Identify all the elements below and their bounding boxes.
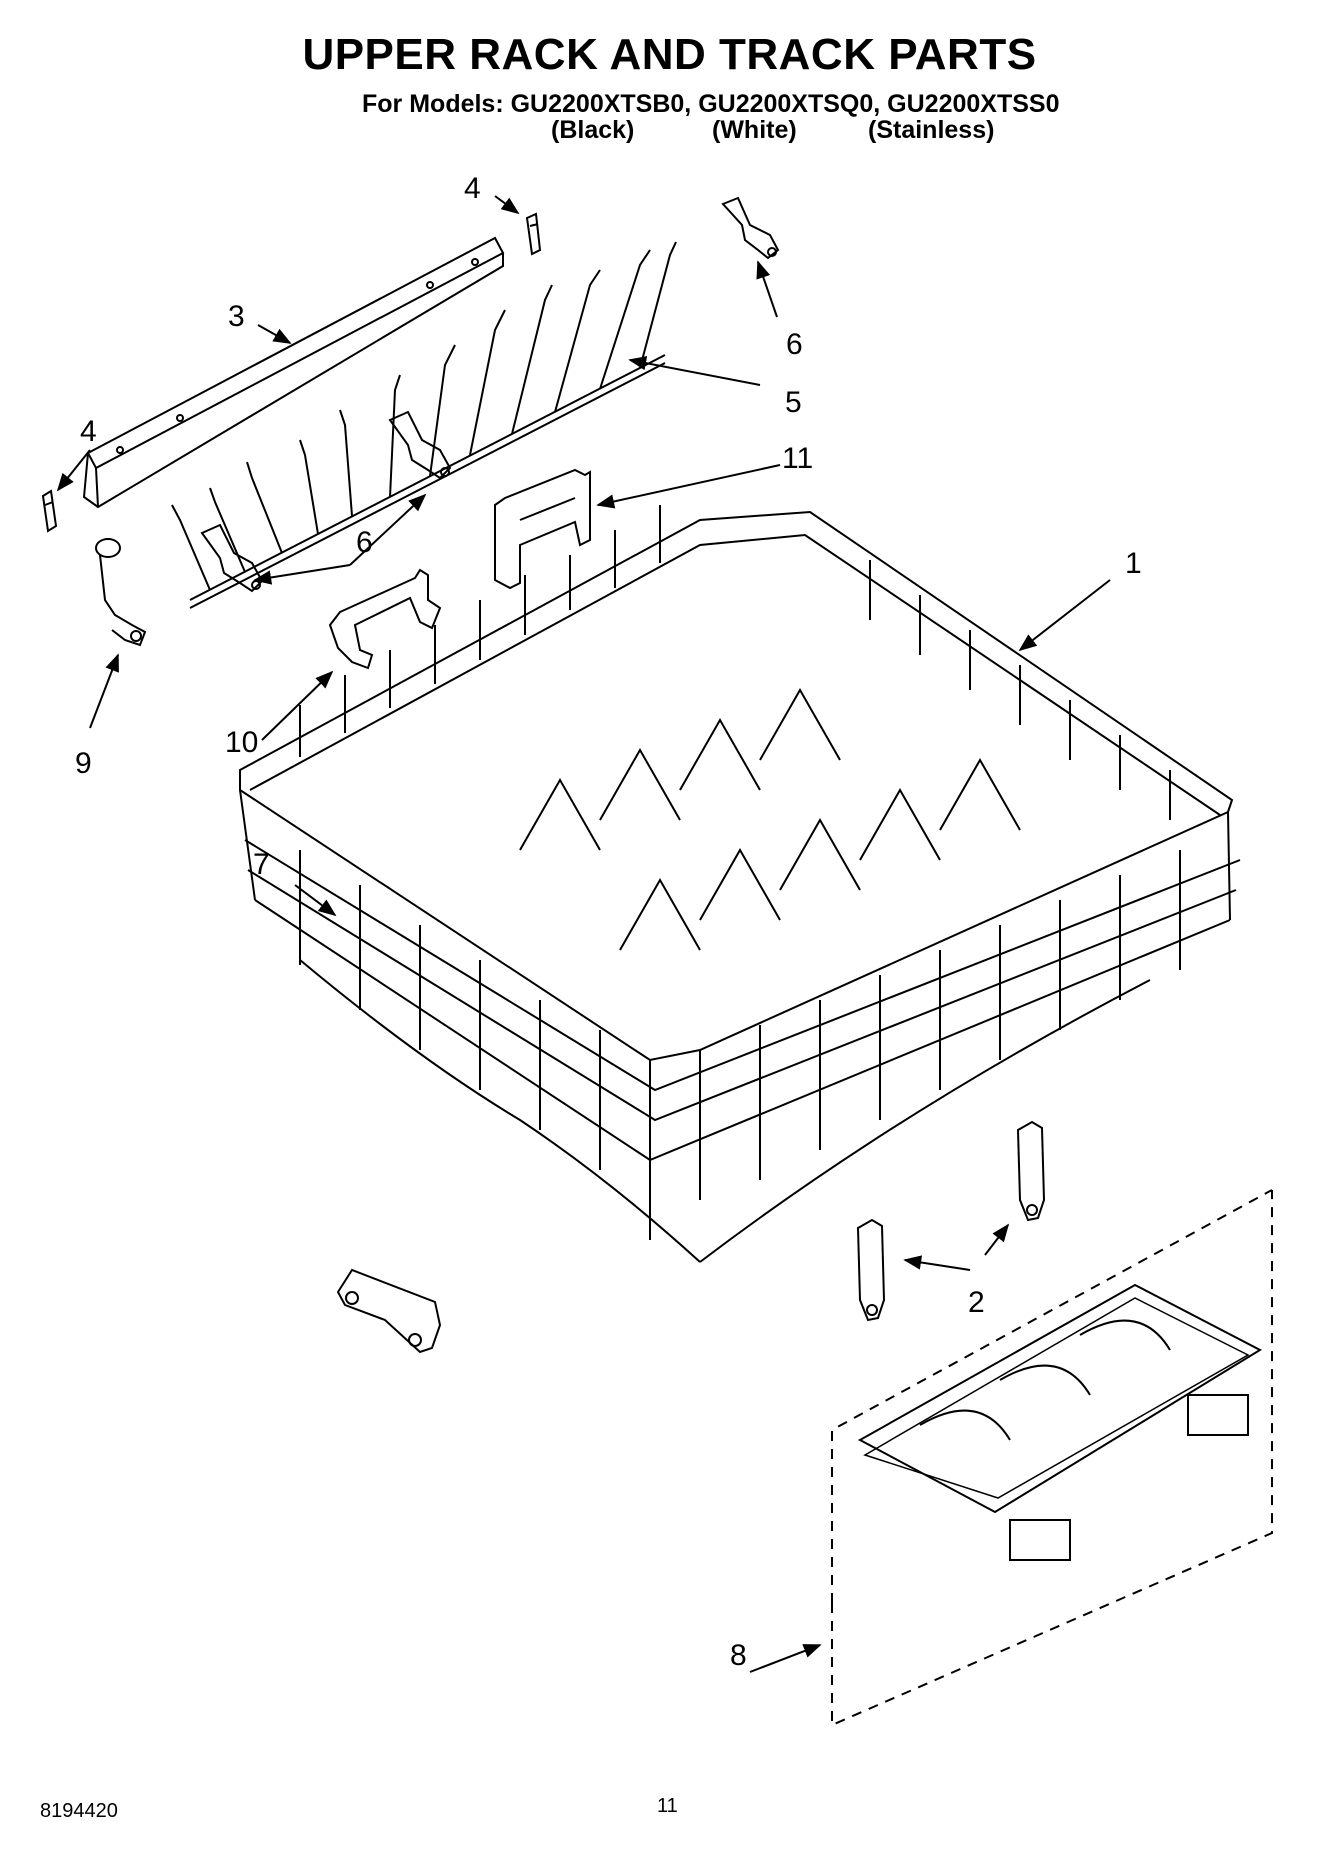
page-number: 11: [657, 1795, 678, 1817]
callout-8: 8: [730, 1639, 747, 1672]
page-title: UPPER RACK AND TRACK PARTS: [302, 30, 1037, 79]
end-cap-part: [336, 1268, 442, 1354]
variant-stainless: (Stainless): [868, 116, 995, 144]
rail-part: [82, 236, 505, 509]
callout-9: 9: [75, 747, 92, 780]
callout-5: 5: [785, 386, 802, 419]
models-line: For Models: GU2200XTSB0, GU2200XTSQ0, GU…: [362, 90, 1060, 118]
bracket-part: [328, 568, 442, 670]
variant-white: (White): [712, 116, 797, 144]
callout-4-top: 4: [464, 172, 481, 205]
callout-6-mid: 6: [356, 526, 373, 559]
callout-2: 2: [968, 1286, 985, 1319]
callout-11: 11: [782, 442, 813, 475]
rack-adjuster-part-b: [1016, 1120, 1046, 1222]
adjuster-frame-part: [494, 468, 591, 590]
callout-arrows: [56, 195, 1111, 1673]
rack-clip-part-low: [200, 523, 264, 593]
callout-3: 3: [228, 300, 245, 333]
wheel-assembly-part: [95, 538, 147, 647]
callout-4-left: 4: [80, 415, 97, 448]
callout-1: 1: [1125, 547, 1142, 580]
tine-row-part: [171, 241, 677, 609]
rack-adjuster-part-a: [856, 1218, 886, 1322]
callout-labels: 1 2 3 4 4 5 6 6 7 8 9 10 11: [75, 172, 1142, 1672]
callout-7: 7: [253, 848, 270, 881]
clip-part-left: [41, 489, 58, 533]
clip-part-top: [525, 212, 542, 256]
callout-10: 10: [225, 726, 258, 759]
variant-black: (Black): [551, 116, 635, 144]
rack-clip-part-top: [721, 196, 780, 260]
track-kit-part: [831, 1189, 1273, 1727]
callout-6-top: 6: [786, 328, 803, 361]
document-number: 8194420: [40, 1800, 118, 1822]
upper-rack-part: [239, 505, 1241, 1263]
rack-clip-part-mid: [388, 410, 452, 480]
